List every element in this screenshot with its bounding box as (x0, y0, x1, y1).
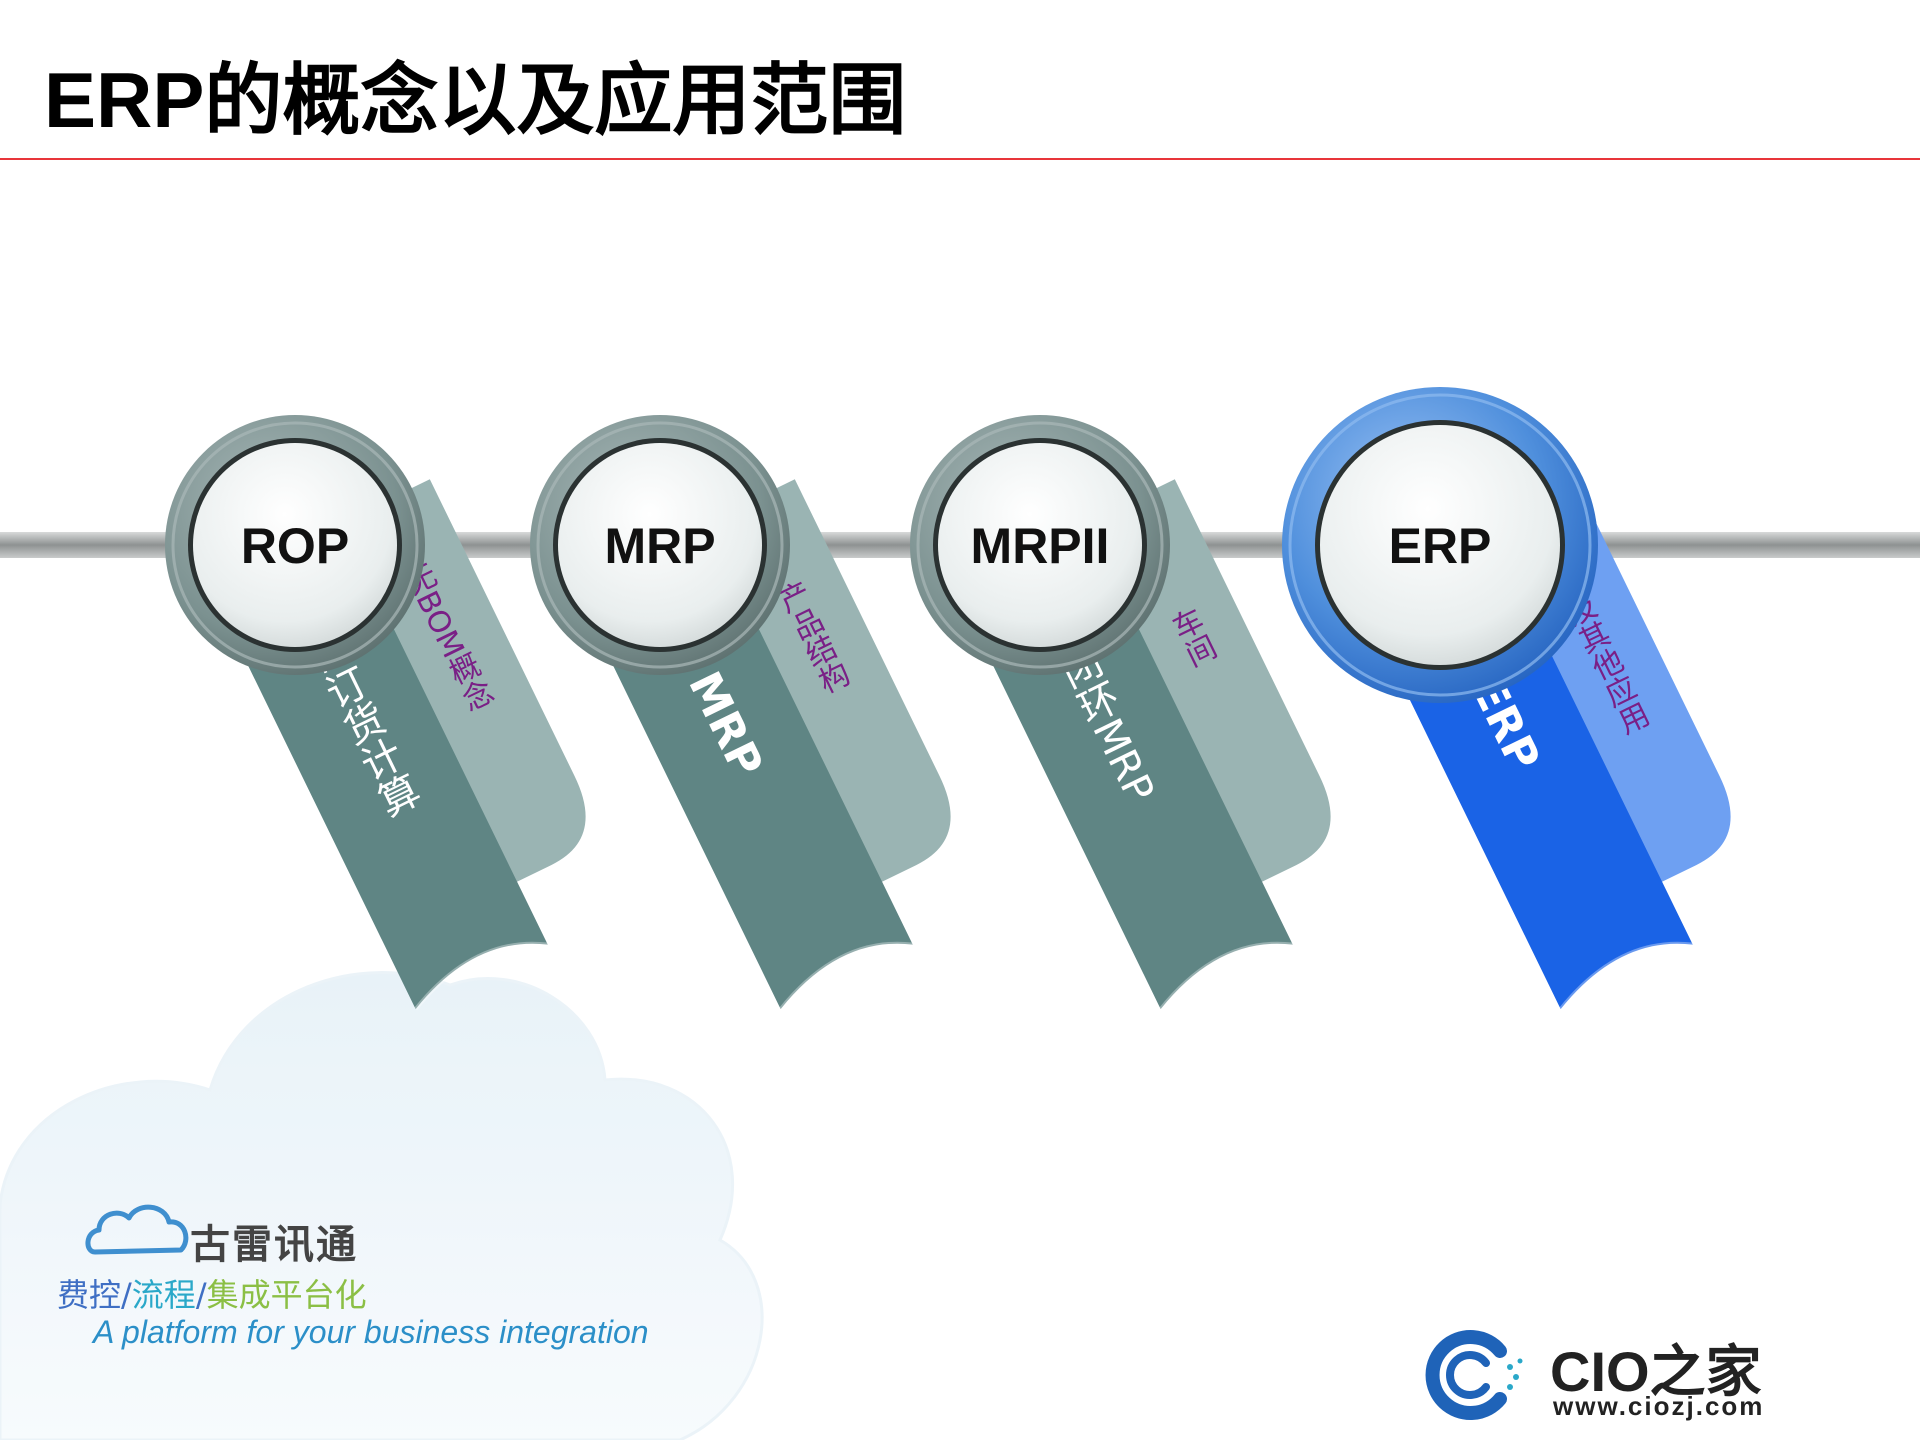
page-title: ERP的概念以及应用范围 (44, 56, 907, 144)
stage-inner-disc (558, 443, 762, 647)
tagline-separator: / (121, 1276, 132, 1314)
stage-label: ERP (1389, 518, 1492, 574)
cio-brand-url: www.ciozj.com (1553, 1391, 1765, 1421)
stage-inner-disc (1320, 425, 1560, 665)
title-divider (0, 158, 1920, 160)
brand-logo-left: 古雷讯通 费控/流程/集成平台化 A platform for your bus… (55, 1200, 675, 1360)
stage-inner-disc (193, 443, 397, 647)
stage-inner-disc (938, 443, 1142, 647)
background-cloud (0, 971, 764, 1440)
brand-tagline-cn: 费控/流程/集成平台化 (57, 1270, 367, 1316)
cloud-logo-icon (85, 1204, 189, 1255)
cio-logo-icon (1425, 1330, 1523, 1420)
stage-label: MRP (604, 518, 715, 574)
tagline-part-1: 费控 (57, 1276, 122, 1314)
stage-label: ROP (241, 518, 349, 574)
cio-brand-name: CIO之家 (1550, 1340, 1762, 1403)
brand-tagline-en: A platform for your business integration (93, 1314, 649, 1350)
tagline-part-2: 流程 (131, 1276, 196, 1314)
brand-logo-right: CIO之家 www.ciozj.com (1425, 1325, 1805, 1425)
stage-label: MRPII (971, 518, 1110, 574)
brand-name: 古雷讯通 (190, 1222, 358, 1268)
tagline-separator: / (195, 1276, 207, 1314)
tagline-part-3: 集成平台化 (206, 1276, 367, 1314)
